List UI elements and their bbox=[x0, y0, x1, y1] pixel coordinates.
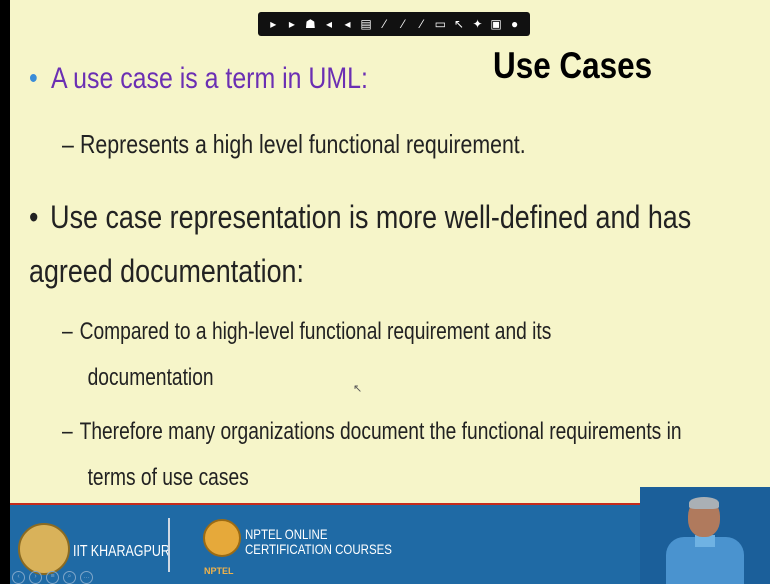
bullet-dot-icon: • bbox=[29, 199, 39, 235]
pointer-icon[interactable]: ☗ bbox=[305, 17, 316, 31]
slide-canvas bbox=[10, 0, 770, 584]
bullet-text-line2: agreed documentation: bbox=[29, 253, 304, 289]
mouse-cursor-icon: ↖ bbox=[353, 383, 363, 395]
sub-bullet-text: Represents a high level functional requi… bbox=[80, 129, 526, 159]
arrow-forward-icon[interactable]: ▸ bbox=[288, 17, 295, 31]
dash-icon: – bbox=[62, 418, 73, 445]
pen-color-icon[interactable]: ⁄ bbox=[402, 17, 405, 31]
menu-icon[interactable]: ≡ bbox=[46, 571, 59, 584]
arrow-next-icon[interactable]: ▸ bbox=[270, 17, 277, 31]
nptel-logo-label: NPTEL bbox=[204, 566, 234, 576]
more-icon[interactable]: … bbox=[80, 571, 93, 584]
zoom-icon[interactable]: ⌕ bbox=[63, 571, 76, 584]
institute-name: IIT KHARAGPUR bbox=[73, 543, 170, 560]
pen-icon[interactable]: ⁄ bbox=[383, 17, 386, 31]
arrow-back-icon[interactable]: ◂ bbox=[325, 17, 332, 31]
nptel-line2: CERTIFICATION COURSES bbox=[245, 541, 392, 557]
presenter-collar bbox=[695, 535, 715, 547]
footer-divider bbox=[168, 518, 170, 572]
bullet-text-line1: Use case representation is more well-def… bbox=[50, 199, 692, 235]
sub-bullet-organizations: –Therefore many organizations document t… bbox=[62, 409, 682, 501]
record-icon[interactable]: ● bbox=[510, 17, 519, 31]
slide-title: Use Cases bbox=[493, 45, 653, 86]
sub-bullet-compared: –Compared to a high-level functional req… bbox=[62, 309, 551, 401]
annotation-toolbar: ▸ ▸ ☗ ◂ ◂ ▤ ⁄ ⁄ ⁄ ▭ ↖ ✦ ▣ ● bbox=[258, 12, 530, 36]
bullet-text: A use case is a term in UML: bbox=[51, 62, 368, 95]
sub-bullet-text-line1: Compared to a high-level functional requ… bbox=[79, 318, 552, 345]
slide-nav-controls: ‹ › ≡ ⌕ … bbox=[12, 571, 93, 584]
cursor-icon[interactable]: ↖ bbox=[453, 17, 464, 31]
dash-icon: – bbox=[62, 318, 73, 345]
nptel-line1: NPTEL ONLINE bbox=[245, 526, 328, 542]
bullet-representation: • Use case representation is more well-de… bbox=[29, 190, 691, 298]
iit-logo-icon bbox=[18, 523, 70, 575]
presenter-hair bbox=[689, 497, 719, 509]
arrow-left-icon[interactable]: ◂ bbox=[344, 17, 351, 31]
sub-bullet-text-line1: Therefore many organizations document th… bbox=[79, 418, 682, 445]
bullet-use-case-term: • A use case is a term in UML: bbox=[29, 62, 368, 96]
eraser-icon[interactable]: ▭ bbox=[434, 17, 447, 31]
nptel-logo-icon bbox=[203, 519, 241, 557]
sub-bullet-text-line2: terms of use cases bbox=[87, 464, 249, 491]
slides-icon[interactable]: ▤ bbox=[360, 17, 372, 31]
nptel-course-label: NPTEL ONLINE CERTIFICATION COURSES bbox=[245, 527, 392, 557]
sub-bullet-text-line2: documentation bbox=[87, 364, 214, 391]
screen-icon[interactable]: ▣ bbox=[490, 17, 502, 31]
presenter-video bbox=[640, 487, 770, 584]
dash-icon: – bbox=[62, 129, 74, 159]
bullet-dot-icon: • bbox=[29, 62, 38, 95]
next-slide-icon[interactable]: › bbox=[29, 571, 42, 584]
prev-slide-icon[interactable]: ‹ bbox=[12, 571, 25, 584]
highlighter-icon[interactable]: ⁄ bbox=[420, 17, 423, 31]
laser-icon[interactable]: ✦ bbox=[472, 17, 483, 31]
sub-bullet-high-level: –Represents a high level functional requ… bbox=[62, 129, 526, 160]
